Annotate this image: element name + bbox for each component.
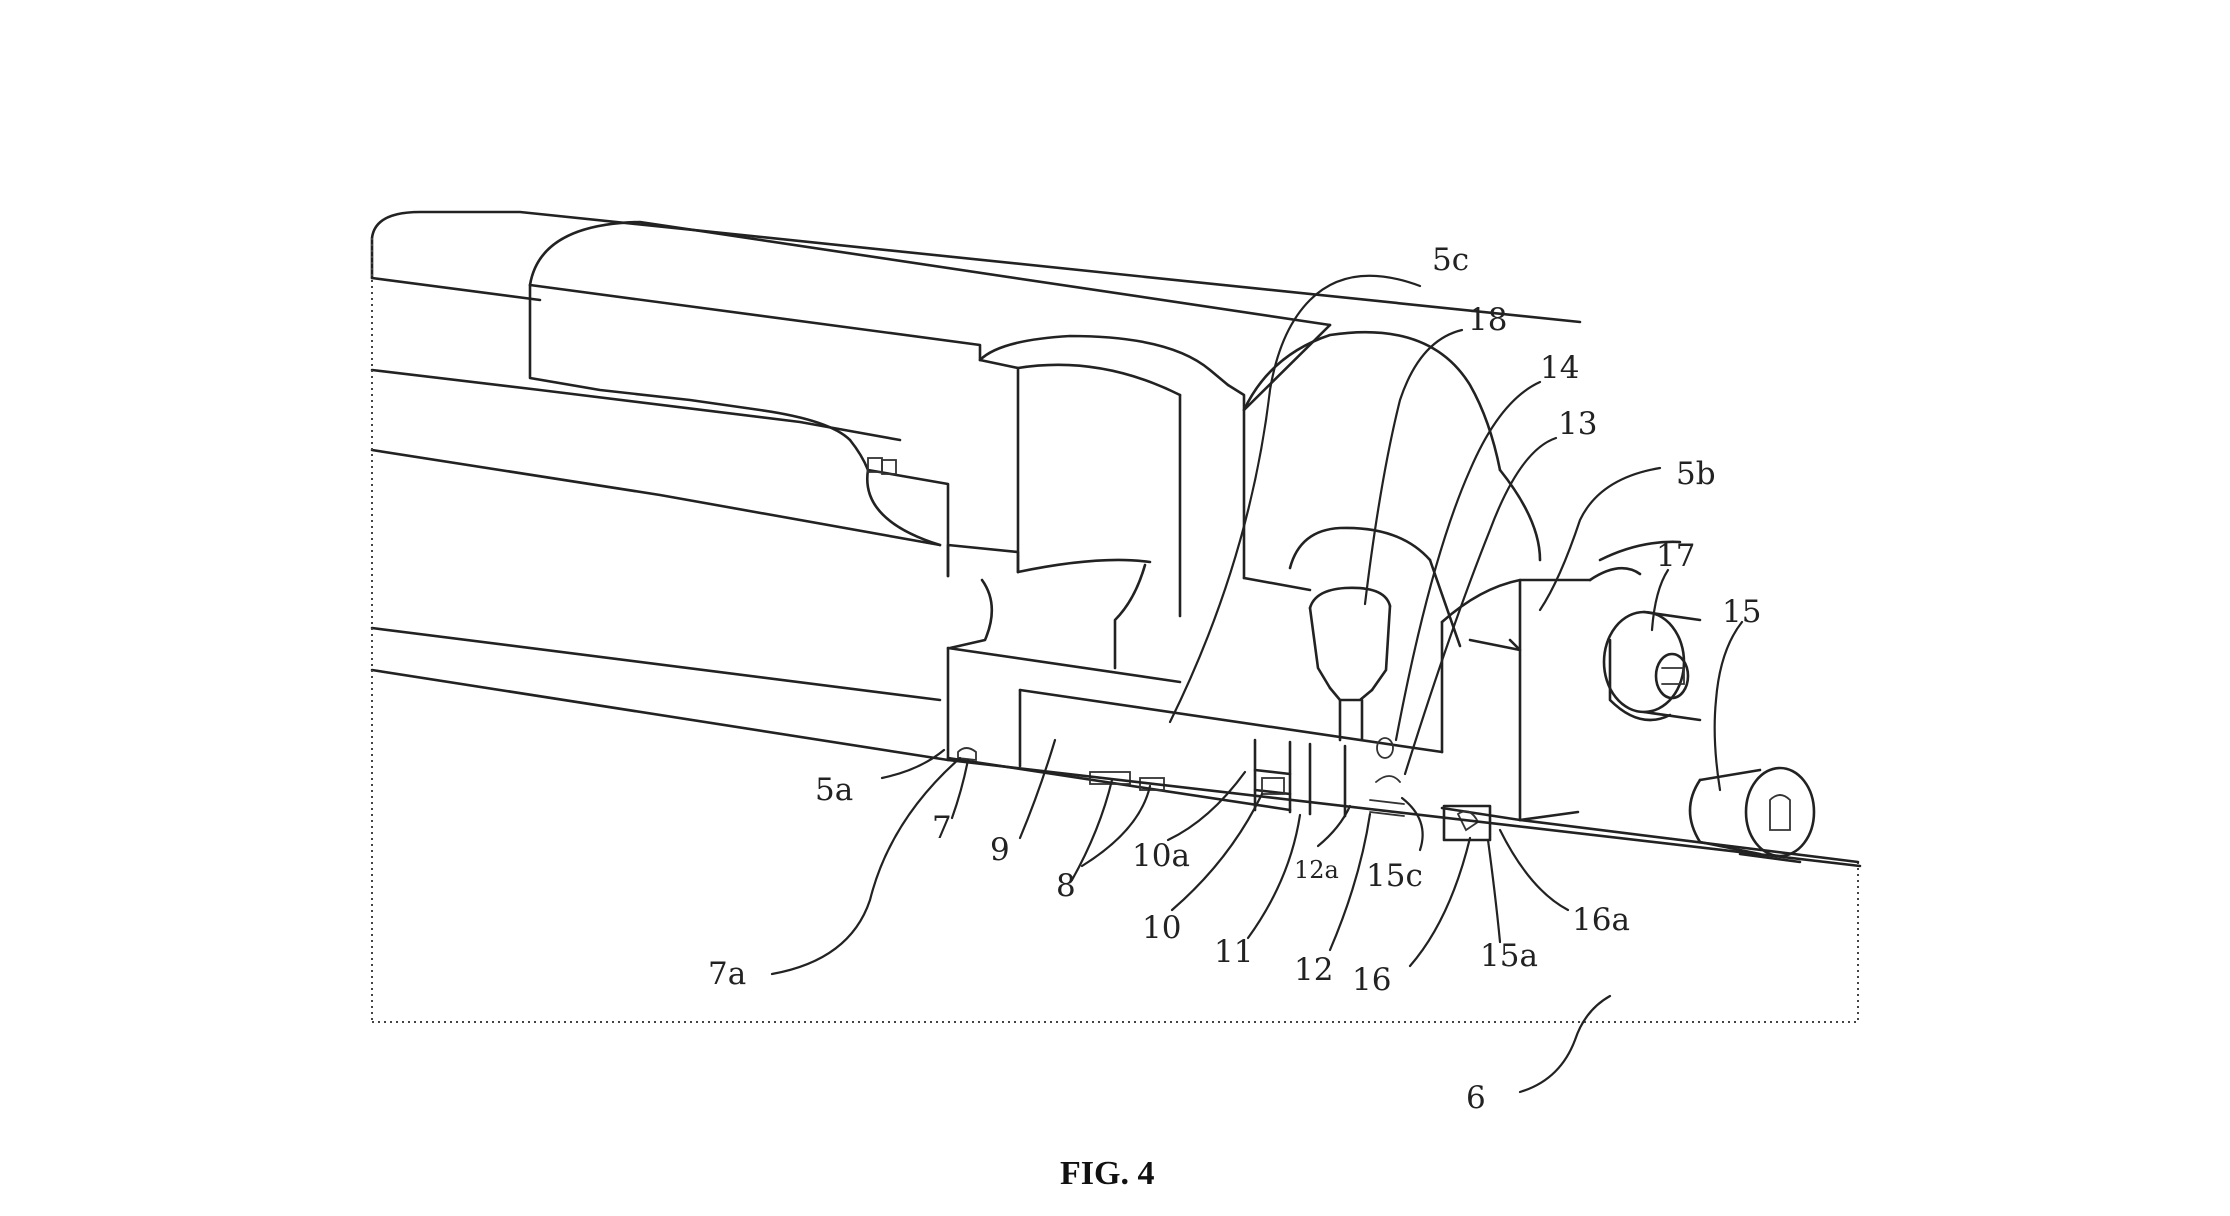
label-11: 11 [1214, 934, 1253, 970]
leader-5b [1538, 466, 1662, 612]
leader-15c [1400, 796, 1424, 852]
leader-5a [880, 748, 946, 780]
leader-16 [1408, 836, 1472, 968]
leader-14 [1394, 380, 1542, 742]
leader-11 [1246, 813, 1302, 940]
label-7a: 7a [708, 956, 746, 992]
leader-15 [1713, 620, 1744, 792]
label-5c: 5c [1432, 242, 1469, 278]
leader-13 [1403, 436, 1558, 776]
leader-7 [950, 758, 970, 820]
label-15c: 15c [1366, 858, 1423, 894]
bore-boss [1242, 330, 1542, 742]
label-17: 17 [1656, 538, 1695, 574]
leader-12 [1328, 812, 1372, 952]
leader-10a [1166, 770, 1247, 842]
right-block [1440, 540, 1860, 864]
label-15a: 15a [1480, 938, 1538, 974]
leader-8 [1070, 778, 1114, 882]
leader-7a [770, 756, 962, 976]
label-8: 8 [1056, 868, 1076, 904]
leader-5c [1168, 274, 1422, 724]
label-10a: 10a [1132, 838, 1190, 874]
section-cut [946, 323, 1444, 812]
leader-16a [1498, 828, 1570, 912]
label-12: 12 [1294, 952, 1333, 988]
label-12a: 12a [1294, 856, 1339, 884]
label-16a: 16a [1572, 902, 1630, 938]
leader-6 [1518, 994, 1612, 1094]
lower-details [946, 737, 1862, 868]
upper-block [528, 220, 1332, 578]
label-13: 13 [1558, 406, 1597, 442]
housing-body [370, 210, 1859, 1023]
label-15: 15 [1722, 594, 1761, 630]
reference-labels: 5c 18 14 13 5b 17 15 5a 7 9 8 10a 10 11 … [708, 242, 1761, 1116]
label-10: 10 [1142, 910, 1181, 946]
figure-caption: FIG. 4 [1060, 1155, 1154, 1192]
leader-17 [1650, 568, 1670, 632]
label-7: 7 [932, 810, 952, 846]
leader-15a [1486, 838, 1502, 944]
leader-12a [1316, 804, 1352, 848]
leader-18 [1363, 328, 1464, 606]
leader-9 [1018, 738, 1057, 840]
label-5b: 5b [1676, 456, 1716, 492]
label-6: 6 [1466, 1080, 1486, 1116]
label-5a: 5a [815, 772, 853, 808]
leader-10 [1170, 792, 1264, 912]
label-16: 16 [1352, 962, 1391, 998]
label-14: 14 [1540, 350, 1579, 386]
label-9: 9 [990, 832, 1010, 868]
label-18: 18 [1468, 302, 1507, 338]
leader-lines [770, 274, 1744, 1094]
leader-8b [1080, 784, 1152, 868]
